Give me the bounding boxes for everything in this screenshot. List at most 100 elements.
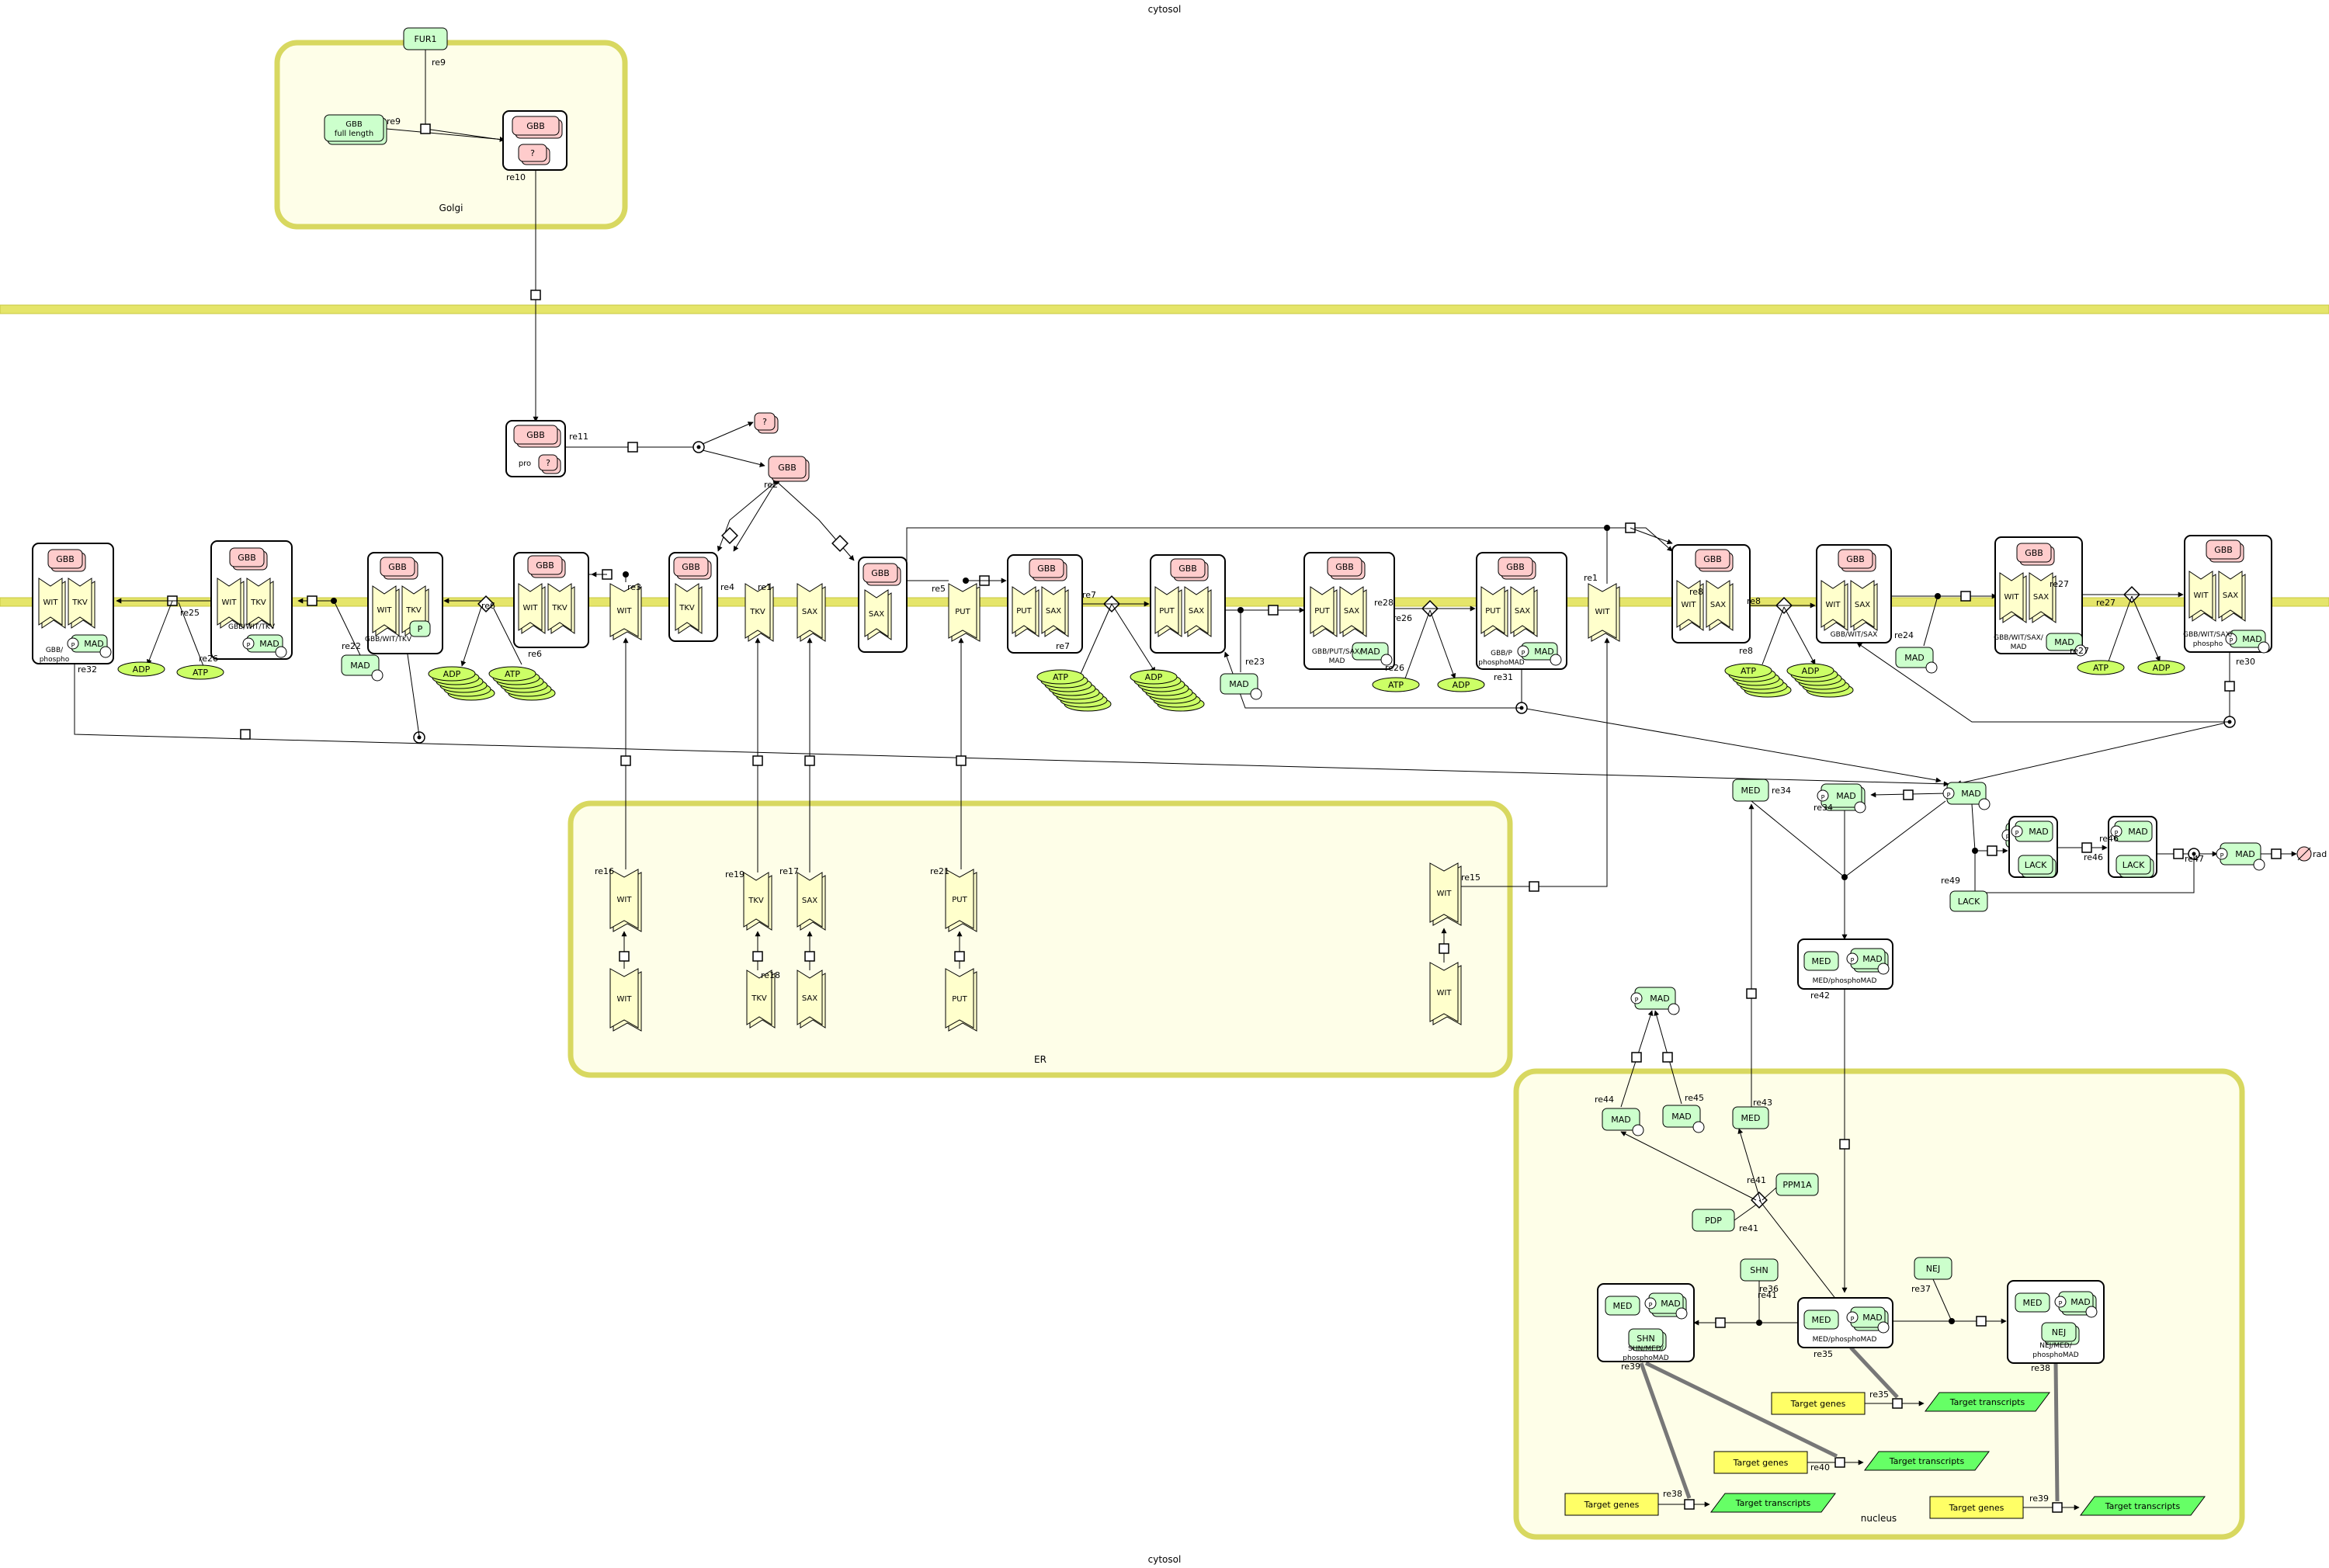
re46-process[interactable] [2081,842,2092,853]
sax-receptor[interactable]: SAX [1510,586,1538,637]
tkv-receptor[interactable]: TKV [68,578,95,629]
wit-receptor[interactable]: WIT [1676,580,1704,631]
re26-adp[interactable] [1429,609,1456,679]
reaction-edge[interactable] [1762,606,1785,665]
lack-protein[interactable]: LACK [2018,855,2057,878]
sax-receptor[interactable]: SAX [864,589,892,640]
sax-receptor[interactable]: SAX [1339,586,1367,637]
put-receptor[interactable]: PUT [1310,586,1338,637]
re40-process[interactable] [1834,1457,1845,1468]
sax-receptor-er[interactable]: SAX [797,872,826,931]
atp-small-molecule-stack[interactable]: ATP [1036,669,1112,712]
target-genes-gene[interactable]: Target genes [1713,1451,1808,1474]
med-protein[interactable]: MED [1605,1296,1640,1316]
gbb-protein[interactable]: GBB [1170,558,1209,581]
re31-to-receptor[interactable] [1224,651,1522,709]
reaction-edge[interactable] [1923,595,1939,647]
reaction-edge[interactable] [1080,603,1112,675]
pro-protein[interactable]: ? [518,144,550,165]
tkv-receptor[interactable]: TKV [547,583,575,634]
re25-atp[interactable] [178,602,204,667]
target-transcripts-rna[interactable]: Target transcripts [2080,1496,2206,1516]
reaction-edge[interactable] [1734,1204,1757,1221]
re37-process[interactable] [1976,1316,1987,1327]
mad-protein-re24[interactable]: MAD [1895,647,1938,674]
mad-protein[interactable]: MAD [1352,642,1393,666]
re15-transport-process[interactable] [1529,881,1539,892]
re39-catalysis[interactable] [2053,1362,2060,1502]
re41-to-med[interactable] [1737,1128,1762,1202]
re8-adp[interactable] [1783,606,1816,665]
sax-receptor[interactable]: SAX [1184,586,1212,637]
mad-protein-re44[interactable]: MAD [1602,1108,1644,1136]
med-protein-nucleus[interactable]: MED [1732,1106,1769,1129]
re3-node[interactable] [623,571,629,578]
re31-to-phospho-mad[interactable] [1521,669,1942,783]
put-receptor[interactable]: PUT [1480,586,1508,637]
re11-product-gbb[interactable] [702,449,765,467]
re17-transport-process[interactable] [804,755,815,766]
fur1-protein[interactable]: FUR1 [403,27,448,50]
gbb-protein[interactable]: GBB [2206,539,2244,563]
adp-small-molecule-stack[interactable]: ADP [1786,663,1854,698]
reaction-edge[interactable] [1971,803,1976,852]
gbb-protein[interactable]: GBB [673,557,712,580]
re35-catalysis[interactable] [1849,1346,1899,1399]
target-genes-gene[interactable]: Target genes [1929,1496,2024,1519]
adp-small-molecule-stack[interactable]: ADP [428,666,495,701]
re32-to-phospho-mad[interactable] [74,664,1949,787]
re24-process[interactable] [1960,591,1971,602]
gbb-protein[interactable]: GBB [229,547,268,571]
re44-process[interactable] [1631,1052,1642,1063]
gbb-protein[interactable]: GBB [527,555,566,578]
reaction-edge[interactable] [493,608,522,665]
gbb-protein[interactable]: GBB [1327,557,1366,580]
wit-receptor-er-2[interactable]: WIT [609,968,642,1032]
reaction-edge[interactable] [1758,1199,1845,1311]
mad-protein-re23[interactable]: MAD [1220,673,1262,700]
tkv-receptor-er-2[interactable]: TKV [746,970,776,1029]
gbb-protein[interactable]: GBB [513,425,561,448]
lack-protein-free[interactable]: LACK [1949,890,1988,912]
tkv-receptor[interactable]: TKV [675,583,703,634]
shn-protein[interactable]: SHN [1740,1258,1779,1282]
re34-combine[interactable] [1751,800,1946,878]
re16-er-process[interactable] [619,951,630,962]
sax-receptor[interactable]: SAX [2029,572,2057,623]
re21-transport-process[interactable] [956,755,967,766]
nej-protein-complex[interactable]: NEJ [2041,1322,2080,1345]
re9-product-edge[interactable] [386,128,505,142]
lack-protein[interactable]: LACK [2116,855,2154,878]
re-bypass-edge[interactable] [906,527,1673,574]
put-receptor[interactable]: PUT [1154,586,1182,637]
put-receptor-er[interactable]: PUT [945,869,977,932]
gbb-protein[interactable]: GBB [380,557,418,580]
gbb-ligand-protein[interactable]: GBB [768,456,810,482]
re47-process[interactable] [2173,848,2184,859]
wit-receptor-er-right-2[interactable]: WIT [1429,962,1462,1025]
er-compartment[interactable] [567,800,1513,1078]
re49-edge[interactable] [1974,848,2008,891]
med-protein[interactable]: MED [2015,1292,2050,1313]
reaction-edge[interactable] [1762,1187,1777,1201]
gbb-protein[interactable]: GBB [2016,543,2055,566]
med-protein[interactable]: MED [1803,951,1839,971]
sax-receptor[interactable]: SAX [2218,571,2246,622]
put-receptor-membrane[interactable]: PUT [948,583,981,642]
re49-process[interactable] [1987,845,1998,856]
re2-to-tkv[interactable] [717,480,777,552]
re10-process[interactable] [530,290,541,300]
dissociation-up[interactable] [404,648,420,737]
mad-protein-re22[interactable]: MAD [341,654,384,682]
re30-process[interactable] [2224,681,2235,692]
tkv-receptor-er[interactable]: TKV [743,872,772,931]
